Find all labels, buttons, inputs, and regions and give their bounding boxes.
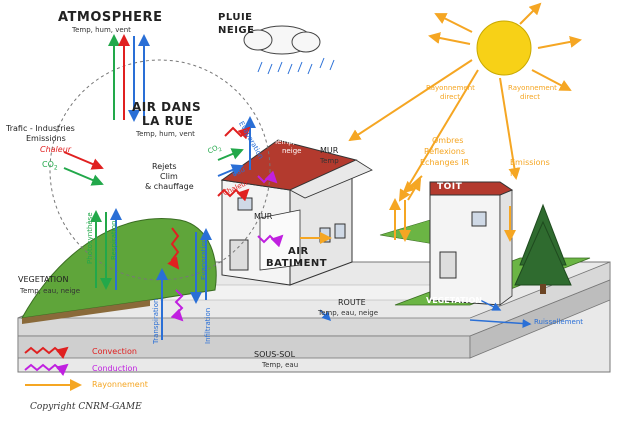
vegetation-left-sub: Temp, eau, neige xyxy=(20,287,81,295)
emissions-ir-label: Emissions xyxy=(510,158,550,167)
transpiration-label: Transpiration xyxy=(152,298,160,344)
mur-mid-label: MUR xyxy=(254,212,273,221)
toit-sub-1: Temp, eau, xyxy=(274,138,313,146)
rain-icon xyxy=(257,57,335,75)
chaleur-left-label: Chaleur xyxy=(40,145,72,154)
rayonnement-direct-2: Rayonnement xyxy=(508,84,557,92)
infiltration-label: Infiltration xyxy=(204,307,212,344)
runoff-arrows xyxy=(319,299,532,328)
radiation-arrows xyxy=(300,2,582,244)
route-label: ROUTE xyxy=(338,298,366,307)
atmosphere-arrows xyxy=(108,34,150,122)
air-batiment-2: BATIMENT xyxy=(266,258,328,269)
co2-arrow xyxy=(63,167,104,186)
route-sub: Temp, eau, neige xyxy=(318,309,379,317)
mur-top-sub: Temp xyxy=(320,157,339,165)
tree-right xyxy=(514,203,572,294)
rejets-label: Rejets xyxy=(152,162,177,171)
legend-conduction: Conduction xyxy=(92,364,138,373)
copyright: Copyright CNRM-GAME xyxy=(30,402,142,412)
rayonnement-direct-1b: direct xyxy=(440,93,461,101)
co2-left-label: CO2 xyxy=(42,160,58,172)
vegetation-flux-arrows xyxy=(90,208,212,340)
toit-sub-2: neige xyxy=(282,147,302,155)
trafic-label: Trafic - Industries xyxy=(6,124,75,133)
vegetation-left-label: VEGETATION xyxy=(18,275,69,284)
vegetation-right-label: VEGETATION xyxy=(426,296,483,305)
right-house xyxy=(429,181,514,306)
emissions-ir-label-2: IR xyxy=(510,169,518,178)
legend-arrows xyxy=(24,346,82,391)
reflexions-label: Réflexions xyxy=(424,147,466,156)
emissions-label: Emissions xyxy=(26,134,66,143)
echanges-ir-label: Echanges IR xyxy=(420,158,470,167)
sous-sol-sub: Temp, eau xyxy=(262,361,299,369)
evaporation-low-label: Evaporation xyxy=(200,237,208,280)
toit-label: TOIT xyxy=(283,126,311,137)
neige-label: NEIGE xyxy=(218,25,255,36)
atmosphere-label: ATMOSPHERE xyxy=(58,10,163,25)
building-flux-arrows xyxy=(217,116,284,248)
clim-label: Clim xyxy=(160,172,178,181)
toit-right-label: TOIT xyxy=(437,182,463,192)
rayonnement-direct-2b: direct xyxy=(520,93,541,101)
air-rue-sub: Temp, hum, vent xyxy=(136,130,195,138)
air-rue-label-1: AIR DANS xyxy=(132,100,202,114)
rayonnement-direct-1: Rayonnement xyxy=(426,84,475,92)
chauffage-label: & chauffage xyxy=(145,182,194,191)
ruissellement-label: Ruissellement xyxy=(534,318,584,326)
air-rue-label-2: LA RUE xyxy=(142,114,194,128)
sun-icon xyxy=(476,20,532,76)
ombres-label: Ombres xyxy=(432,136,464,145)
mur-top-label: MUR xyxy=(320,146,339,155)
photosynthese-label: Photosynthèse xyxy=(86,212,94,264)
respiration-label: Respiration xyxy=(110,220,118,260)
pluie-label: PLUIE xyxy=(218,12,253,23)
main-house xyxy=(220,139,373,286)
vegetation-left xyxy=(21,218,217,324)
cloud-icon xyxy=(243,25,321,55)
sous-sol-label: SOUS-SOL xyxy=(254,350,296,359)
atmosphere-sub: Temp, hum, vent xyxy=(72,26,131,34)
air-dome xyxy=(49,59,271,281)
air-batiment-1: AIR xyxy=(288,246,309,257)
legend-rayonnement: Rayonnement xyxy=(92,380,148,389)
chaleur-arrow xyxy=(63,151,104,170)
legend-convection: Convection xyxy=(92,347,137,356)
